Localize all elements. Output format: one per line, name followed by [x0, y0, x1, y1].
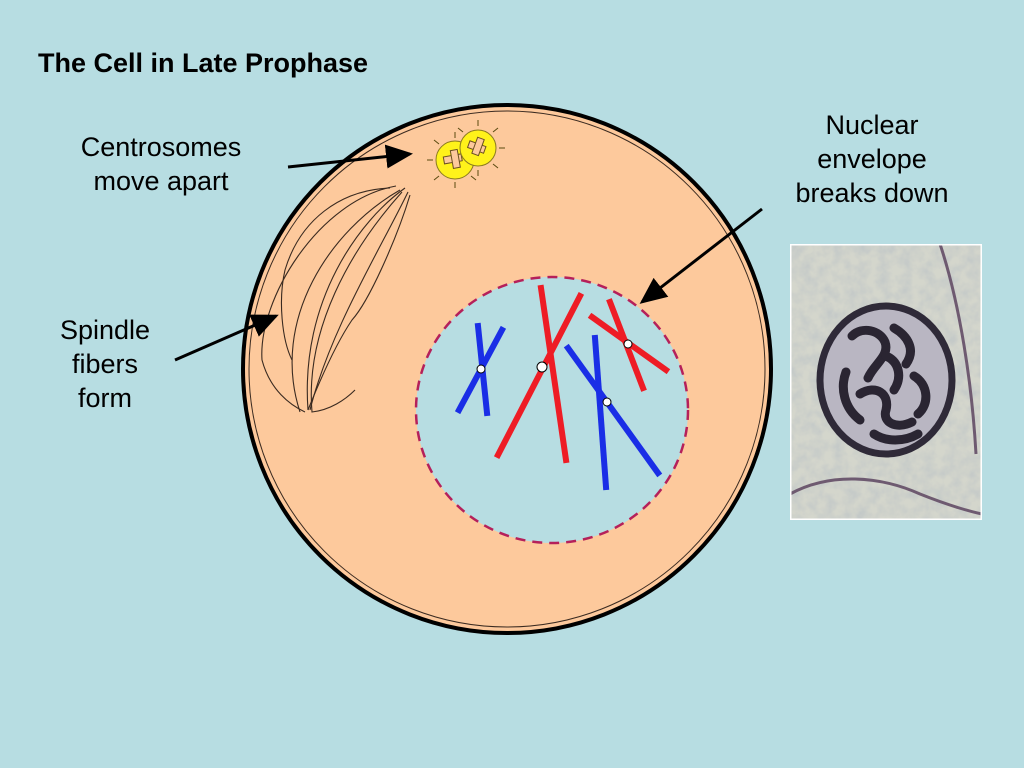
nuclear-label-line-1: Nuclear: [825, 110, 919, 140]
nuclear-label-line-3: breaks down: [795, 178, 949, 208]
centrosomes-arrow: [287, 144, 413, 169]
nuclear-envelope-arrow: [639, 207, 763, 304]
spindle-label-line-3: form: [78, 383, 132, 413]
centromere-2: [536, 361, 548, 373]
slide-title: The Cell in Late Prophase: [38, 48, 369, 78]
centromere-3: [602, 397, 612, 407]
centrosomes-label-line-1: Centrosomes: [80, 132, 242, 162]
prophase-micrograph: [790, 244, 982, 520]
chromosome-red-large: [493, 284, 585, 464]
spindle-label-line-2: fibers: [71, 349, 139, 379]
nuclear-label-line-2: envelope: [817, 144, 927, 174]
spindle-fibers-label: Spindle fibers form: [40, 313, 170, 415]
chromosome-blue-large: [563, 334, 663, 491]
centromere-4: [623, 339, 633, 349]
centromere-1: [476, 364, 486, 374]
nuclear-envelope-label: Nuclear envelope breaks down: [762, 108, 982, 210]
cell-membrane-inner: [248, 110, 766, 628]
nucleus: [414, 275, 690, 545]
centrosomes-label-line-2: move apart: [93, 166, 229, 196]
spindle-label-line-1: Spindle: [59, 315, 151, 345]
spindle-arrow: [174, 314, 279, 362]
centrosome-right: [457, 120, 505, 176]
centrosomes-label: Centrosomes move apart: [50, 130, 272, 198]
